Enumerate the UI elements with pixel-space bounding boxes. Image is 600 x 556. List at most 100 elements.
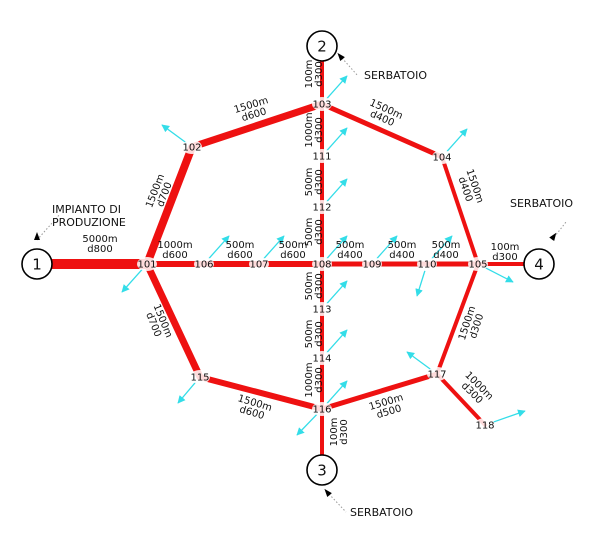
callout-leader [328,493,347,513]
pipe-diameter: d300 [314,367,325,392]
pipe-diameter: d300 [314,117,325,142]
source-number: 3 [317,462,327,480]
pipe-length: 500m [226,240,255,251]
source-circle [306,30,338,62]
callout-pointer-icon [549,232,557,241]
junction-label: 104 [432,153,451,164]
pipe-label-16-117: 1500md500 [368,392,408,422]
callout-leader [341,57,359,77]
callout-label: SERBATOIO [350,506,413,519]
pipe-length: 1000m [304,362,315,397]
pipe-length: 500m [304,320,315,349]
pipe-01-115 [143,260,204,381]
junction-label: 115 [190,373,209,384]
pipe-04-105 [440,155,480,266]
pipe-label-12-108: 500md300 [304,218,325,247]
callout-leader [36,213,61,241]
pipe-diameter: d300 [314,273,325,298]
junction-108: 108 [312,257,332,271]
junction-label: 107 [249,260,268,271]
junction-marker [182,140,202,154]
demand-arrow-115 [177,381,196,404]
demand-arrow-112 [326,178,348,203]
junction-112: 112 [312,200,332,214]
junction-marker [312,97,332,111]
junction-label: 118 [475,421,494,432]
callout-pointer-icon [337,52,345,61]
pipe-diameter: d300 [339,419,350,444]
junction-114: 114 [312,351,332,365]
demand-arrow-104 [446,128,468,153]
leader-lines-layer [36,57,567,513]
junction-118: 118 [475,418,495,432]
junction-113: 113 [312,302,332,316]
demand-arrows-layer [121,75,526,436]
junction-label: 110 [417,260,436,271]
junction-111: 111 [312,149,332,163]
callout-pointer-icon [324,488,332,497]
junction-label: 114 [312,354,331,365]
pipe-length: 500m [304,218,315,247]
junction-marker [427,367,447,381]
pipe-diameter: d800 [87,244,112,255]
pipe-diameter: d300 [314,219,325,244]
junction-label: 108 [312,260,331,271]
junction-102: 102 [182,140,202,154]
pipe-length: 1000m [157,240,192,251]
pipe-diameter: d400 [389,250,414,261]
pipe-label-15-116: 1500md600 [233,393,273,423]
callout-line: IMPIANTO DI [52,203,121,216]
demand-arrow-109 [376,235,398,260]
pipe-diameter: d400 [433,250,458,261]
pipe-length: 500m [304,272,315,301]
pipe-label-16-3: 100md300 [329,418,350,447]
junction-101: 101 [137,257,157,271]
numbered-circle-icon-4: 4 [523,248,555,280]
junction-marker [312,351,332,365]
pipe-label-13-114: 500md300 [304,320,325,349]
pipe-diameter: d600 [162,250,187,261]
junction-label: 117 [427,370,446,381]
junction-marker [312,402,332,416]
junction-marker [417,257,437,271]
pipe-diameter: d600 [227,250,252,261]
demand-arrow-116-1 [296,413,318,436]
demand-arrow-102 [161,124,187,144]
pipe-diameter: d300 [314,169,325,194]
pipe-diameter: d600 [280,250,305,261]
junction-117: 117 [427,367,447,381]
junction-103: 103 [312,97,332,111]
pipe-length: 500m [304,168,315,197]
pipe-label-03-104: 1500md400 [364,98,405,132]
junction-marker [468,257,488,271]
demand-arrow-101 [121,268,143,293]
pipe-length: 500m [336,240,365,251]
junction-marker [312,149,332,163]
junction-label: 116 [312,405,331,416]
source-circle [306,454,338,486]
demand-arrow-103 [326,75,348,100]
pipe-label-11-112: 500md300 [304,168,325,197]
pipe-03-104 [319,101,445,160]
callout-line: SERBATOIO [510,197,573,210]
pipe-label-17-118: 1000md300 [455,370,495,410]
callout-label: SERBATOIO [510,197,573,210]
junction-label: 111 [312,152,331,163]
pipe-16-117 [319,371,440,412]
pipe-diameter: d300 [492,252,517,263]
junction-marker [312,257,332,271]
callout-line: SERBATOIO [350,506,413,519]
pipe-length: 5000m [82,234,117,245]
junction-marker [137,257,157,271]
junction-110: 110 [417,257,437,271]
pipe-length: 500m [388,240,417,251]
pipe-01-102 [143,143,196,268]
demand-arrow-117 [406,351,432,371]
